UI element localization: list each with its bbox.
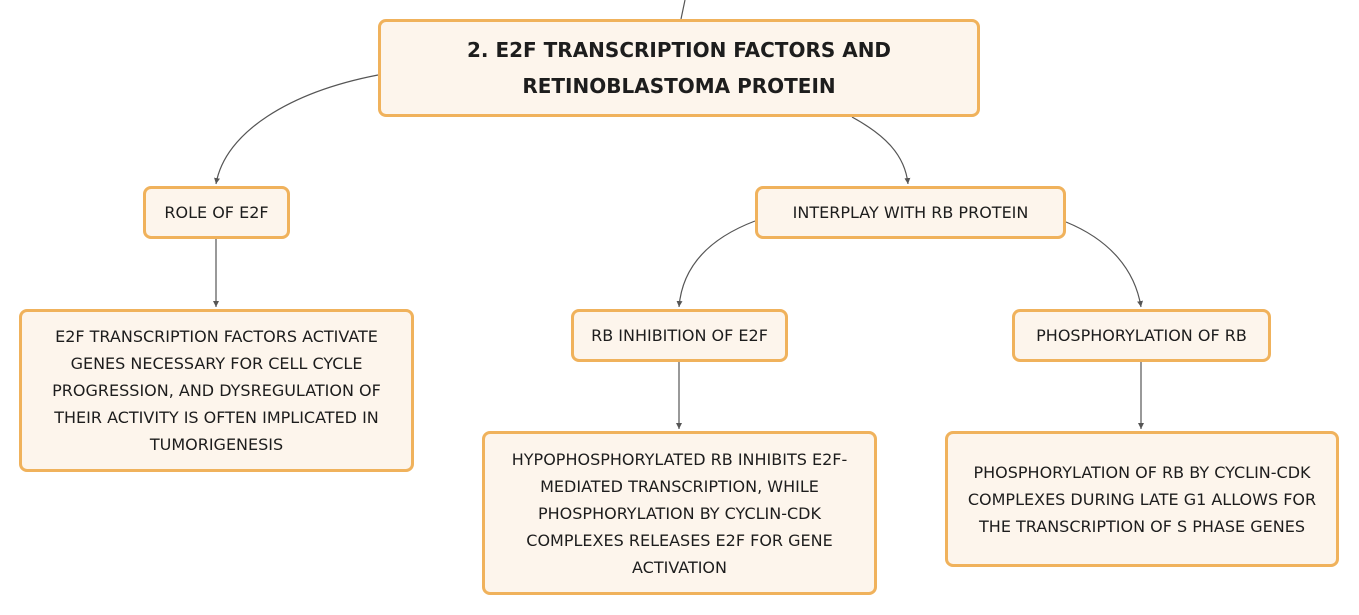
detail-rb-inhibition-text: HYPOPHOSPHORYLATED RB INHIBITS E2F-MEDIA… [511, 449, 848, 577]
connector-root-to-role-of-e2f [214, 74, 379, 185]
connector-incoming-root [680, 0, 686, 20]
connector-interplay-to-phosphorylation [1065, 221, 1143, 308]
connector-root-to-interplay [851, 116, 911, 185]
subtopic-phosphorylation-label: PHOSPHORYLATION OF RB [1036, 325, 1247, 345]
topic-role-of-e2f-label: ROLE OF E2F [164, 202, 269, 222]
detail-rb-inhibition[interactable]: HYPOPHOSPHORYLATED RB INHIBITS E2F-MEDIA… [482, 431, 877, 595]
root-topic-title: 2. E2F TRANSCRIPTION FACTORS AND RETINOB… [466, 38, 892, 98]
subtopic-rb-inhibition-of-e2f[interactable]: RB INHIBITION OF E2F [571, 309, 788, 362]
detail-phosphorylation-text: PHOSPHORYLATION OF RB BY CYCLIN-CDK COMP… [967, 462, 1317, 536]
root-topic-node[interactable]: 2. E2F TRANSCRIPTION FACTORS AND RETINOB… [378, 19, 980, 117]
subtopic-rb-inhibition-label: RB INHIBITION OF E2F [591, 325, 768, 345]
subtopic-phosphorylation-of-rb[interactable]: PHOSPHORYLATION OF RB [1012, 309, 1271, 362]
topic-role-of-e2f[interactable]: ROLE OF E2F [143, 186, 290, 239]
detail-phosphorylation-of-rb[interactable]: PHOSPHORYLATION OF RB BY CYCLIN-CDK COMP… [945, 431, 1339, 567]
topic-interplay-with-rb[interactable]: INTERPLAY WITH RB PROTEIN [755, 186, 1066, 239]
detail-role-of-e2f[interactable]: E2F TRANSCRIPTION FACTORS ACTIVATE GENES… [19, 309, 414, 472]
topic-interplay-with-rb-label: INTERPLAY WITH RB PROTEIN [792, 202, 1029, 222]
detail-role-of-e2f-text: E2F TRANSCRIPTION FACTORS ACTIVATE GENES… [52, 327, 381, 454]
connector-interplay-to-rb-inhibition [676, 220, 756, 308]
